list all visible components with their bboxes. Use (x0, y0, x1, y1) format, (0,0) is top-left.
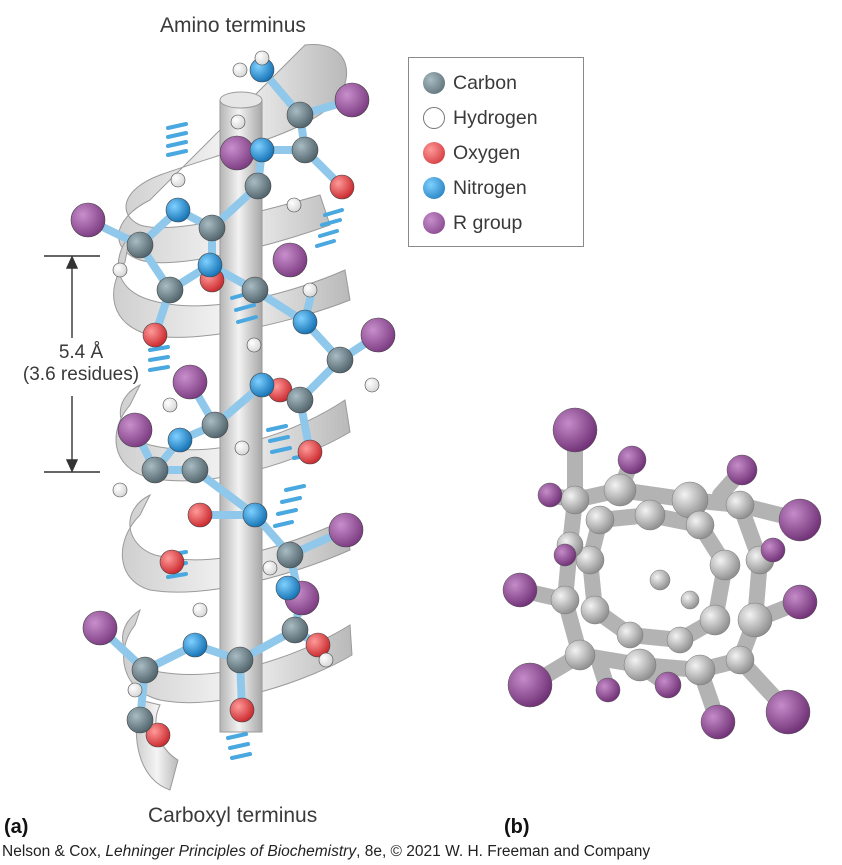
legend-label: Nitrogen (453, 176, 527, 199)
legend-label: R group (453, 211, 523, 234)
credit-prefix: Nelson & Cox, (2, 843, 106, 860)
pitch-bracket (44, 255, 100, 473)
legend-label: Carbon (453, 71, 517, 94)
legend-item-hydrogen: Hydrogen (423, 105, 538, 131)
amino-terminus-label: Amino terminus (160, 14, 306, 37)
carbon-icon (423, 72, 445, 94)
end-on-view (502, 407, 822, 740)
legend: Carbon Hydrogen Oxygen Nitrogen R group (408, 57, 584, 247)
legend-label: Hydrogen (453, 106, 538, 129)
pitch-residues: (3.6 residues) (22, 364, 140, 385)
r-group-icon (423, 212, 445, 234)
legend-label: Oxygen (453, 141, 521, 164)
hydrogen-icon (423, 107, 445, 129)
pitch-value: 5.4 Å (58, 342, 104, 363)
credit-suffix: , 8e, © 2021 W. H. Freeman and Company (356, 843, 651, 860)
pitch-label: 5.4 Å (3.6 residues) (6, 342, 156, 386)
nitrogen-icon (423, 177, 445, 199)
legend-item-nitrogen: Nitrogen (423, 175, 527, 201)
panel-a-label: (a) (4, 816, 29, 838)
atoms (70, 50, 396, 748)
carboxyl-terminus-label: Carboxyl terminus (148, 804, 318, 827)
oxygen-icon (423, 142, 445, 164)
credit-book-title: Lehninger Principles of Biochemistry (105, 843, 357, 860)
legend-item-oxygen: Oxygen (423, 140, 520, 166)
hydrogen-bonds (148, 122, 344, 760)
legend-item-r-group: R group (423, 210, 522, 236)
panel-b-label: (b) (504, 816, 530, 838)
credit-line: Nelson & Cox, Lehninger Principles of Bi… (2, 843, 650, 861)
legend-item-carbon: Carbon (423, 70, 517, 96)
